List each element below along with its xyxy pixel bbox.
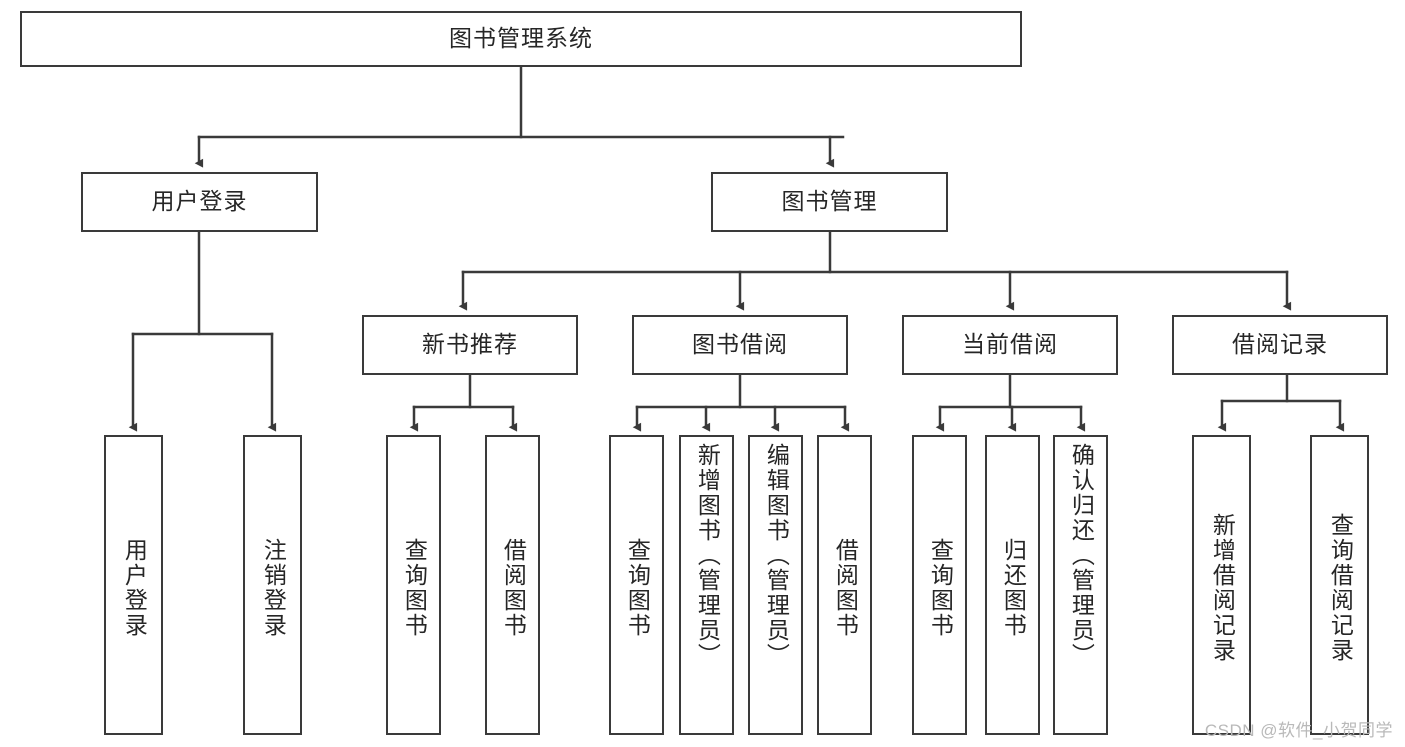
node-borrow-record[interactable]: 借阅记录 (1172, 315, 1388, 375)
leaf-borrow-book-newbook[interactable]: 借阅图书 (485, 435, 540, 735)
leaf-confirm-return-admin-label: 确认归还（管理员） (1068, 443, 1095, 668)
leaf-user-login[interactable]: 用户登录 (104, 435, 163, 735)
leaf-query-book-current[interactable]: 查询图书 (912, 435, 967, 735)
leaf-edit-book-admin[interactable]: 编辑图书（管理员） (748, 435, 803, 735)
node-borrow-record-label: 借阅记录 (1232, 331, 1328, 358)
leaf-return-book-label: 归还图书 (1000, 538, 1027, 638)
leaf-add-borrow-record[interactable]: 新增借阅记录 (1192, 435, 1251, 735)
leaf-borrow-book-borrow-label: 借阅图书 (832, 538, 859, 638)
node-current-borrow[interactable]: 当前借阅 (902, 315, 1118, 375)
leaf-confirm-return-admin[interactable]: 确认归还（管理员） (1053, 435, 1108, 735)
leaf-query-borrow-record-label: 查询借阅记录 (1327, 513, 1354, 663)
node-book-borrow-label: 图书借阅 (692, 331, 788, 358)
leaf-add-borrow-record-label: 新增借阅记录 (1209, 513, 1236, 663)
leaf-borrow-book-newbook-label: 借阅图书 (500, 538, 527, 638)
leaf-user-login-label: 用户登录 (121, 538, 148, 638)
node-book-management[interactable]: 图书管理 (711, 172, 948, 232)
node-book-management-label: 图书管理 (781, 188, 878, 215)
node-root[interactable]: 图书管理系统 (20, 11, 1022, 67)
node-current-borrow-label: 当前借阅 (962, 331, 1058, 358)
node-new-book-recommend[interactable]: 新书推荐 (362, 315, 578, 375)
leaf-query-book-newbook-label: 查询图书 (401, 538, 428, 638)
leaf-return-book[interactable]: 归还图书 (985, 435, 1040, 735)
leaf-logout-login-label: 注销登录 (260, 538, 287, 638)
leaf-add-book-admin-label: 新增图书（管理员） (694, 443, 721, 668)
leaf-logout-login[interactable]: 注销登录 (243, 435, 302, 735)
leaf-query-book-borrow-label: 查询图书 (624, 538, 651, 638)
leaf-query-borrow-record[interactable]: 查询借阅记录 (1310, 435, 1369, 735)
leaf-query-book-borrow[interactable]: 查询图书 (609, 435, 664, 735)
leaf-borrow-book-borrow[interactable]: 借阅图书 (817, 435, 872, 735)
csdn-watermark: CSDN @软件_小贺同学 (1204, 721, 1393, 740)
node-root-label: 图书管理系统 (449, 25, 593, 52)
leaf-query-book-current-label: 查询图书 (927, 538, 954, 638)
node-new-book-recommend-label: 新书推荐 (422, 331, 518, 358)
leaf-edit-book-admin-label: 编辑图书（管理员） (763, 443, 790, 668)
leaf-add-book-admin[interactable]: 新增图书（管理员） (679, 435, 734, 735)
leaf-query-book-newbook[interactable]: 查询图书 (386, 435, 441, 735)
node-user-login[interactable]: 用户登录 (81, 172, 318, 232)
node-book-borrow[interactable]: 图书借阅 (632, 315, 848, 375)
node-user-login-label: 用户登录 (151, 188, 248, 215)
